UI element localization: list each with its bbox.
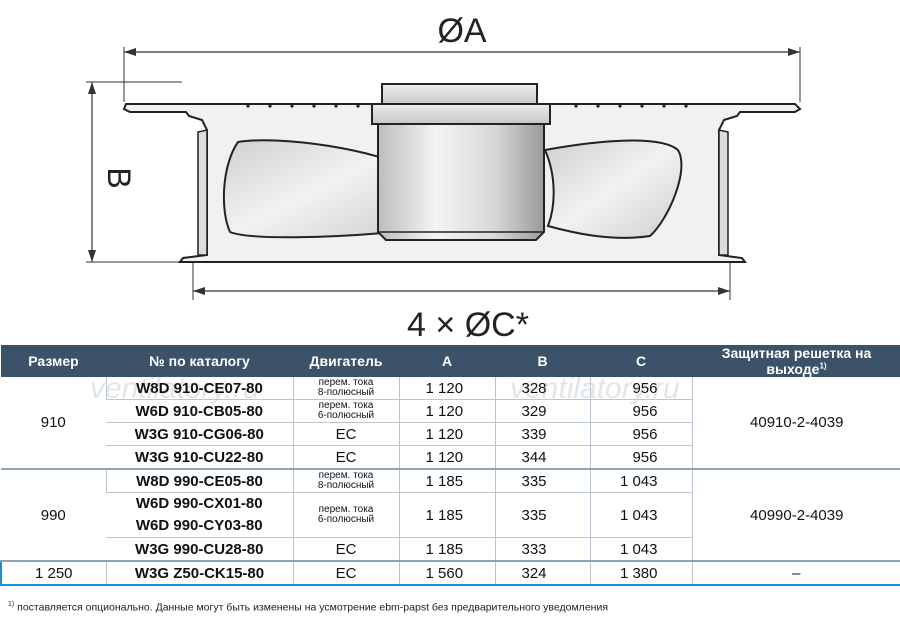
col-c: C <box>590 345 692 377</box>
c-cell: 1 380 <box>589 560 692 586</box>
a-cell: 1 120 <box>398 422 495 446</box>
c-cell: 1 043 <box>589 492 692 538</box>
a-cell: 1 120 <box>398 377 495 400</box>
a-cell: 1 120 <box>398 445 495 470</box>
col-grille: Защитная решетка на выходе1) <box>692 345 900 377</box>
catalog-cell: W3G Z50-CK15-80 <box>105 560 293 586</box>
catalog-cell: W3G 910-CG06-80 <box>106 422 293 446</box>
motor-cell: EC <box>292 537 399 562</box>
b-cell: 329 <box>494 399 590 423</box>
a-cell: 1 120 <box>398 399 495 423</box>
c-cell: 956 <box>589 422 692 446</box>
dim-b-label: B <box>101 167 137 188</box>
a-cell: 1 185 <box>398 537 495 562</box>
right-blade <box>543 139 683 239</box>
catalog-cell: W8D 910-CE07-80 <box>105 377 293 400</box>
catalog-cell: W3G 990-CU28-80 <box>106 537 293 562</box>
catalog-cell: W3G 910-CU22-80 <box>106 445 293 470</box>
col-size: Размер <box>1 345 106 377</box>
b-cell: 339 <box>494 422 590 446</box>
footnote: 1) поставляется опционально. Данные могу… <box>8 601 609 614</box>
table-row: W3G 910-CG06-80 EC 1 120 339 956 <box>1 422 900 446</box>
motor-cell: EC <box>292 445 399 470</box>
c-cell: 956 <box>589 377 692 400</box>
motor-cell: EC <box>292 422 399 446</box>
c-cell: 1 043 <box>589 537 692 562</box>
grille-cell: – <box>691 560 900 586</box>
b-cell: 344 <box>494 445 590 470</box>
motor-top <box>381 83 538 107</box>
grille-cell: 40990-2-4039 <box>691 469 900 562</box>
c-cell: 1 043 <box>589 469 692 493</box>
table-header: Размер № по каталогу Двигатель A B C Защ… <box>1 345 900 377</box>
size-cell: 910 <box>1 377 106 470</box>
col-a: A <box>399 345 495 377</box>
b-cell: 335 <box>494 492 590 538</box>
size-cell: 1 250 <box>0 560 106 586</box>
col-motor: Двигатель <box>293 345 399 377</box>
c-cell: 956 <box>589 399 692 423</box>
dim-c-label: 4 × ØC* <box>407 306 529 344</box>
dim-a-label: ØA <box>437 12 486 50</box>
catalog-cell: W8D 990-CE05-80 <box>105 469 293 493</box>
table-row: W3G 910-CU22-80 EC 1 120 344 956 <box>1 445 900 470</box>
grille-cell: 40910-2-4039 <box>691 377 900 470</box>
a-cell: 1 185 <box>398 469 495 493</box>
catalog-cell: W6D 910-CB05-80 <box>106 399 293 423</box>
b-cell: 335 <box>494 469 590 493</box>
fan-drawing: ØA B 4 × ØC* <box>86 12 802 344</box>
motor-body <box>377 123 545 241</box>
a-cell: 1 560 <box>398 560 495 586</box>
b-cell: 333 <box>494 537 590 562</box>
rivet-dots <box>246 104 688 108</box>
col-catalog: № по каталогу <box>106 345 293 377</box>
motor-cell: EC <box>292 560 399 586</box>
col-b: B <box>495 345 590 377</box>
b-cell: 328 <box>494 377 590 400</box>
c-cell: 956 <box>589 445 692 470</box>
b-cell: 324 <box>494 560 590 586</box>
spec-table: Размер № по каталогу Двигатель A B C Защ… <box>0 345 900 586</box>
fan-dimension-diagram: ØA B 4 × ØC* <box>86 12 802 344</box>
motor-ring <box>371 103 551 125</box>
a-cell: 1 185 <box>398 492 495 538</box>
size-cell: 990 <box>1 469 106 562</box>
table-row-highlighted: 1 250 W3G Z50-CK15-80 EC 1 560 324 1 380… <box>0 560 900 586</box>
